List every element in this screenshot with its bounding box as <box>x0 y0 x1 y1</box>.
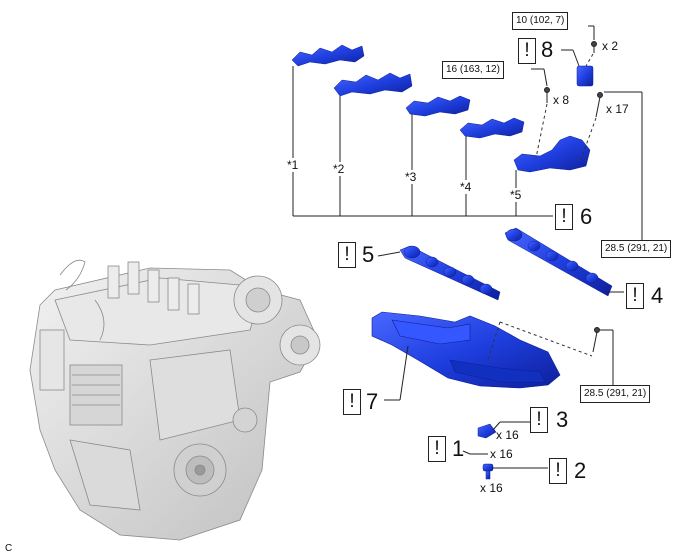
callout-star-3: *3 <box>405 170 417 184</box>
step-number-4: 4 <box>651 283 664 308</box>
callout-star-1: *1 <box>287 158 299 172</box>
corner-code: C <box>5 543 13 554</box>
notice-icon-7: ! <box>343 389 361 415</box>
torque-spec-10: 10 (102, 7) <box>512 12 569 30</box>
dashed-alignment-lines <box>487 53 597 361</box>
callout-star-4: *4 <box>460 180 472 194</box>
bolts <box>470 41 603 455</box>
step-number-2: 2 <box>574 458 587 483</box>
step-number-3: 3 <box>556 407 569 432</box>
torque-spec-28-5-lower: 28.5 (291, 21) <box>580 385 651 403</box>
leader-lines <box>292 25 643 469</box>
notice-icon-2: ! <box>549 458 567 484</box>
step-number-1: 1 <box>452 436 465 461</box>
small-parts <box>477 423 497 480</box>
callout-star-2: *2 <box>333 162 345 176</box>
notice-icon-5: ! <box>338 242 356 268</box>
camshafts <box>399 227 613 301</box>
camshaft-housing <box>371 311 561 389</box>
torque-spec-28-5-upper: 28.5 (291, 21) <box>601 240 672 258</box>
camshaft-bearing-caps <box>291 44 594 173</box>
engine-assembly-illustration <box>29 259 321 541</box>
quantity-x16-item2: x 16 <box>480 481 503 495</box>
quantity-x2: x 2 <box>602 39 619 53</box>
quantity-x8: x 8 <box>553 93 570 107</box>
step-number-5: 5 <box>362 242 375 267</box>
quantity-x16-item3: x 16 <box>496 428 519 442</box>
quantity-x17: x 17 <box>606 102 629 116</box>
notice-icon-1: ! <box>428 436 446 462</box>
notice-icon-3: ! <box>530 407 548 433</box>
step-number-7: 7 <box>366 389 379 414</box>
callout-star-5: *5 <box>510 188 522 202</box>
notice-icon-8: ! <box>518 38 536 64</box>
step-number-6: 6 <box>580 204 593 229</box>
notice-icon-4: ! <box>626 283 644 309</box>
step-number-8: 8 <box>541 37 554 62</box>
notice-icon-6: ! <box>555 204 573 230</box>
quantity-x16-item1: x 16 <box>490 447 513 461</box>
torque-spec-16: 16 (163, 12) <box>442 61 504 79</box>
